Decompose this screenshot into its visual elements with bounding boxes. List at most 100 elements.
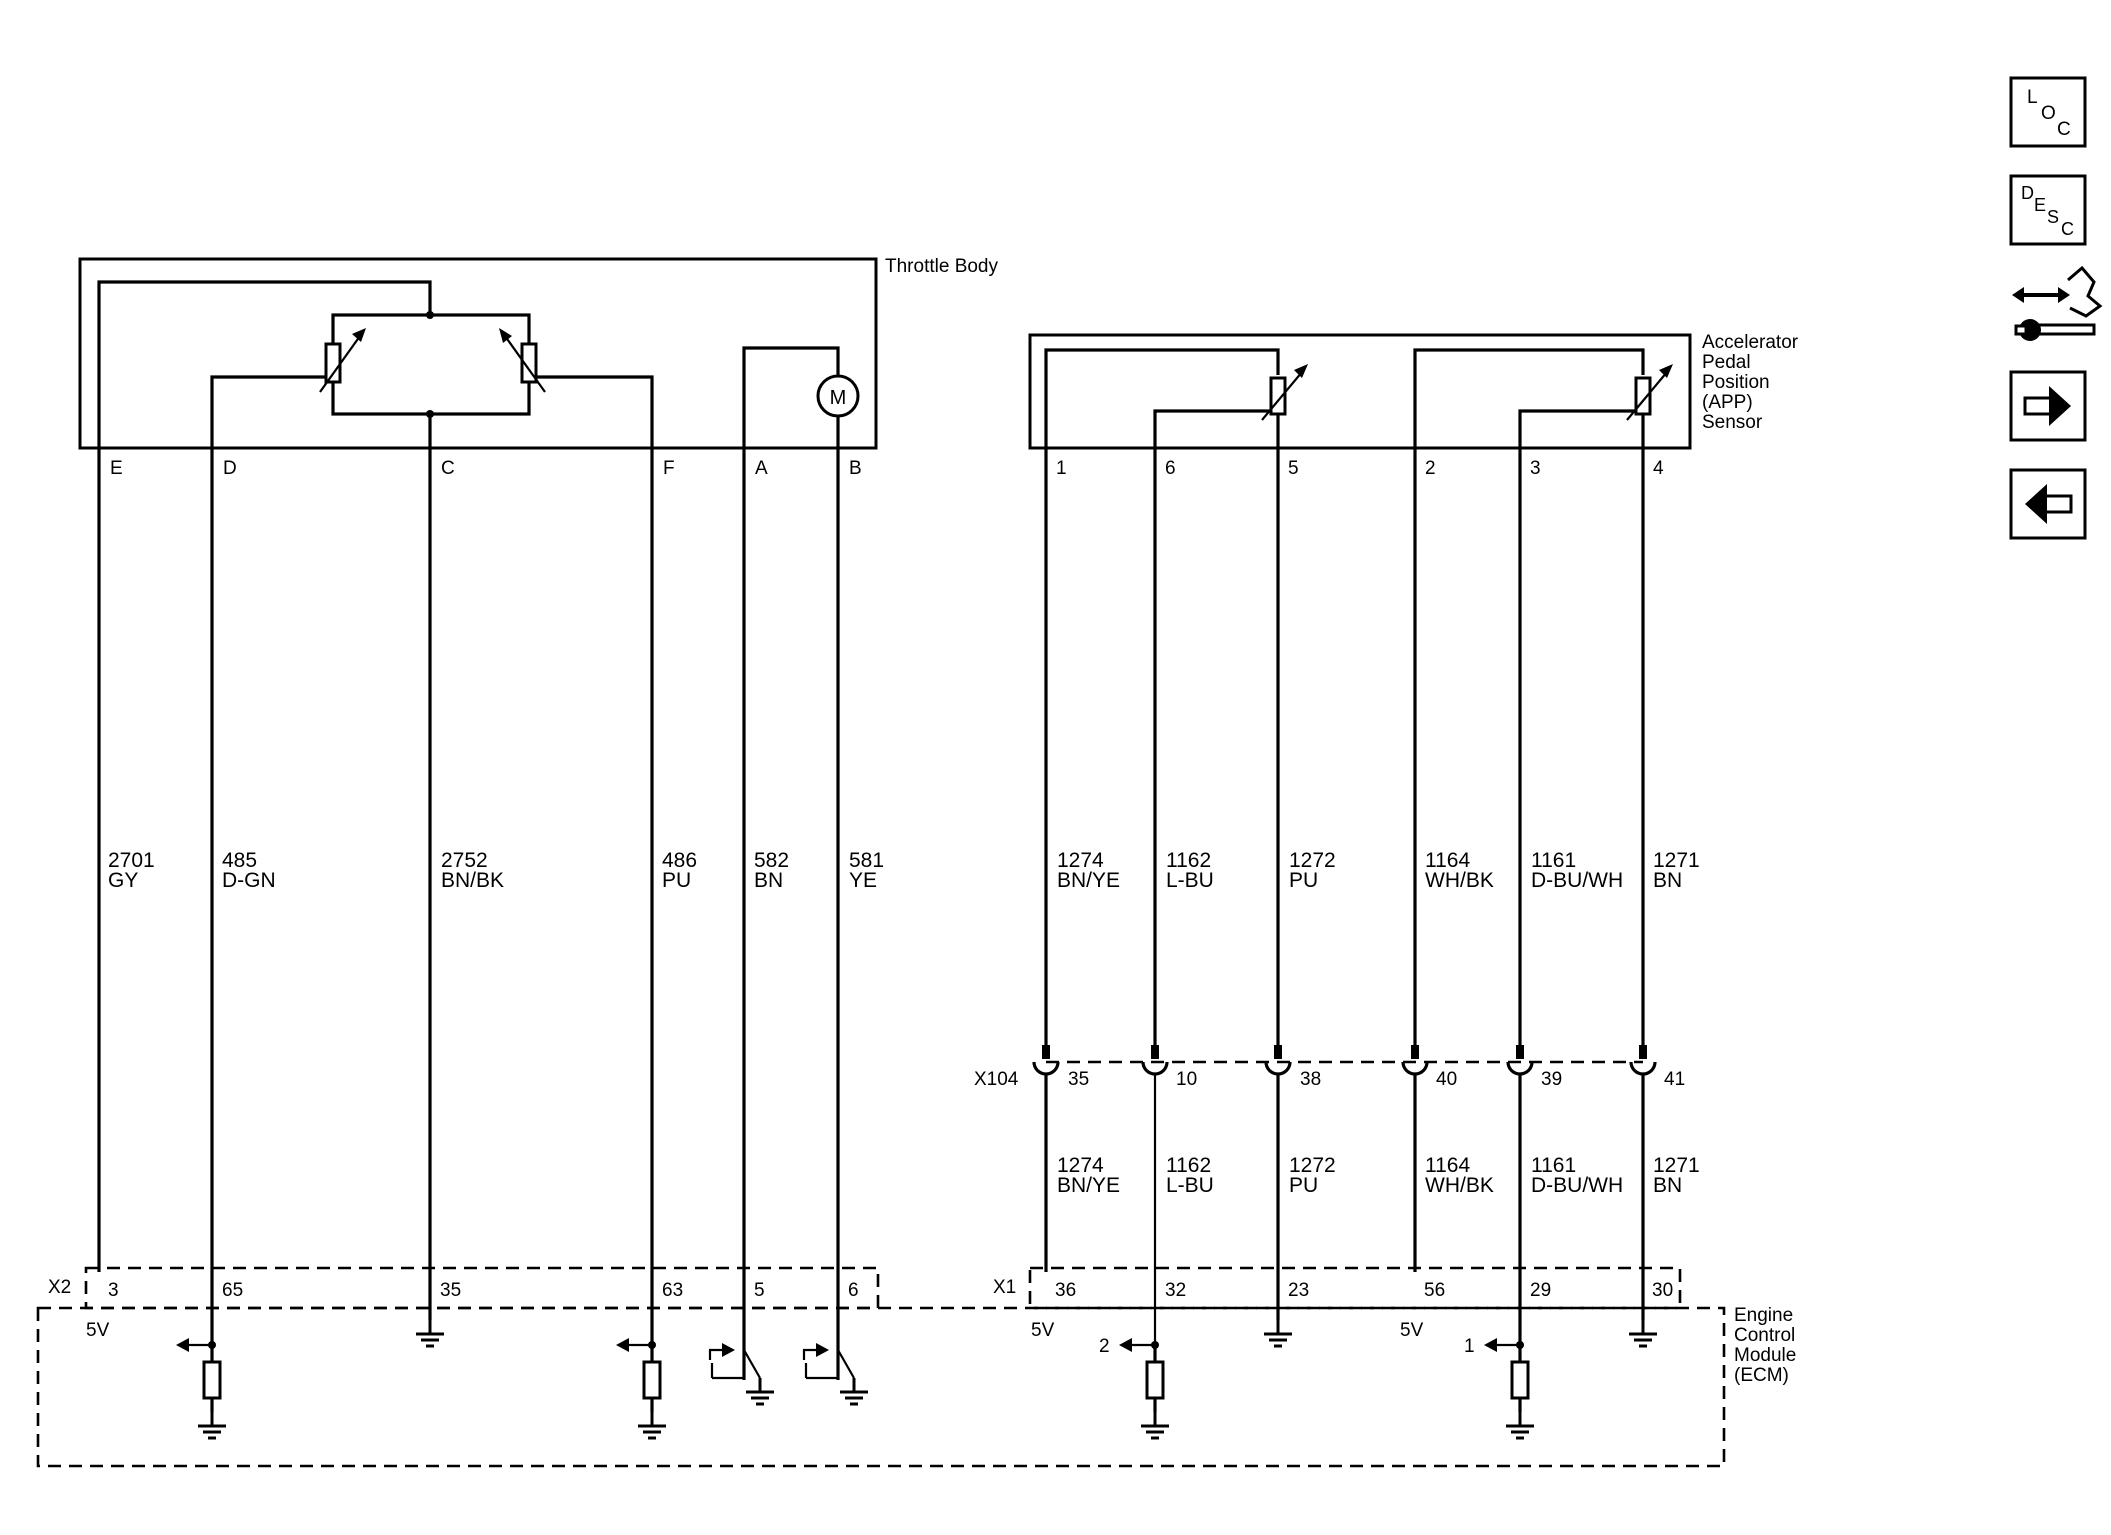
pin-label: F — [663, 458, 675, 479]
app-sensor-label: Accelerator — [1702, 332, 1799, 353]
x2-pin: 35 — [440, 1280, 461, 1301]
arrow-left-icon — [2025, 484, 2073, 524]
wire-color: L-BU — [1166, 869, 1214, 892]
ecm-5v-label: 5V — [1031, 1320, 1055, 1341]
wire-color: D-GN — [222, 869, 276, 892]
ecm-ref-label: 1 — [1464, 1336, 1475, 1357]
loc-icon: L O C — [2027, 87, 2071, 140]
x104-connector: X104 — [974, 1045, 1685, 1345]
x2-pin: 6 — [848, 1280, 859, 1301]
x1-pin: 32 — [1165, 1280, 1186, 1301]
x1-pin: 29 — [1530, 1280, 1551, 1301]
wire-circuit: 1164 — [1425, 849, 1470, 872]
tps1-variable-resistor — [324, 342, 342, 384]
motor-symbol: M — [830, 387, 847, 409]
ecm-signal-input — [616, 1338, 668, 1440]
throttle-body-label: Throttle Body — [885, 256, 998, 277]
previous-button[interactable] — [2009, 468, 2087, 540]
app-sensor: Accelerator Pedal Position (APP) Sensor — [1028, 332, 1799, 477]
app-sensor-label: Sensor — [1702, 412, 1763, 433]
x1-connector — [1028, 1266, 1682, 1310]
ecm-label: Control — [1734, 1325, 1795, 1346]
svg-text:L: L — [2027, 87, 2038, 108]
throttle-wires — [97, 477, 840, 1380]
wire-circuit: 1161 — [1531, 1154, 1576, 1177]
connector-repair-icon — [2012, 265, 2103, 341]
x2-pin: 3 — [108, 1280, 119, 1301]
wire-circuit: 582 — [754, 849, 789, 872]
ecm-label: (ECM) — [1734, 1365, 1789, 1386]
x104-pin: 38 — [1300, 1069, 1321, 1090]
x1-pin: 36 — [1055, 1280, 1076, 1301]
wire-circuit: 2701 — [108, 849, 155, 872]
wire-circuit: 1164 — [1425, 1154, 1470, 1177]
wire-circuit: 1274 — [1057, 849, 1104, 872]
ecm-signal-input: 1 — [1464, 1336, 1536, 1440]
app-upper-wire-labels: 1274 BN/YE 1162 L-BU 1272 PU 1164 WH/BK … — [1057, 849, 1700, 892]
wire-color: YE — [849, 869, 877, 892]
wire-circuit: 485 — [222, 849, 257, 872]
wire-color: L-BU — [1166, 1174, 1214, 1197]
wire-color: BN — [754, 869, 783, 892]
nav-toolbar: L O C D E S C — [2009, 76, 2103, 540]
connector-repair-button[interactable] — [2012, 265, 2103, 341]
svg-text:D: D — [2021, 183, 2034, 203]
wire-circuit: 1274 — [1057, 1154, 1104, 1177]
ecm-5v-label: 5V — [1400, 1320, 1424, 1341]
wire-color: BN — [1653, 869, 1682, 892]
wire-color: BN/BK — [441, 869, 504, 892]
ecm-label: Module — [1734, 1345, 1796, 1366]
x1-pin: 56 — [1424, 1280, 1445, 1301]
wire-circuit: 1162 — [1166, 1154, 1211, 1177]
desc-button[interactable]: D E S C — [2009, 174, 2087, 246]
pin-label: D — [223, 458, 237, 479]
ecm-motor-driver — [708, 1343, 776, 1406]
wire-color: PU — [1289, 1174, 1318, 1197]
x104-terminal — [1032, 1045, 1060, 1272]
ecm-housing — [36, 1306, 1726, 1468]
throttle-body: Throttle Body M — [78, 256, 998, 477]
x104-pin: 40 — [1436, 1069, 1457, 1090]
ecm-5v-label: 5V — [86, 1320, 110, 1341]
next-button[interactable] — [2009, 370, 2087, 442]
app-sensor-label: (APP) — [1702, 392, 1753, 413]
x104-terminal — [1264, 1045, 1292, 1320]
pin-label: B — [849, 458, 862, 479]
wire-circuit: 486 — [662, 849, 697, 872]
wire-circuit: 2752 — [441, 849, 488, 872]
svg-text:C: C — [2061, 219, 2074, 239]
x2-label: X2 — [48, 1277, 71, 1298]
arrow-right-icon — [2023, 386, 2071, 426]
x1-pin: 30 — [1652, 1280, 1673, 1301]
wire-color: WH/BK — [1425, 869, 1494, 892]
ecm-motor-driver — [802, 1343, 870, 1406]
wire-color: PU — [1289, 869, 1318, 892]
wire-color: GY — [108, 869, 138, 892]
pin-label: 6 — [1165, 458, 1176, 479]
wire-color: PU — [662, 869, 691, 892]
pin-label: 5 — [1288, 458, 1299, 479]
wire-circuit: 1271 — [1653, 849, 1700, 872]
ecm-signal-input: 2 — [1099, 1336, 1171, 1440]
app-sensor-label: Pedal — [1702, 352, 1751, 373]
x104-terminal — [1629, 1045, 1657, 1320]
throttle-pin-labels: E D C F A B — [110, 458, 862, 479]
app-wires-upper — [1044, 477, 1645, 1045]
pin-label: E — [110, 458, 123, 479]
wire-circuit: 1161 — [1531, 849, 1576, 872]
ecm: X2 X1 Engine Control Module (ECM) 3 65 3… — [36, 1266, 1796, 1468]
x1-pin: 23 — [1288, 1280, 1309, 1301]
x2-pin: 63 — [662, 1280, 683, 1301]
pin-label: 4 — [1653, 458, 1664, 479]
loc-button[interactable]: L O C — [2009, 76, 2087, 148]
app-lower-wire-labels: 1274 BN/YE 1162 L-BU 1272 PU 1164 WH/BK … — [1057, 1154, 1700, 1197]
x104-terminal — [1506, 1045, 1534, 1345]
pin-label: C — [441, 458, 455, 479]
desc-icon: D E S C — [2021, 183, 2074, 239]
wire-color: WH/BK — [1425, 1174, 1494, 1197]
app-pin-labels: 1 6 5 2 3 4 — [1056, 458, 1664, 479]
svg-text:E: E — [2034, 195, 2046, 215]
x104-terminal — [1141, 1045, 1169, 1345]
wire-circuit: 1271 — [1653, 1154, 1700, 1177]
